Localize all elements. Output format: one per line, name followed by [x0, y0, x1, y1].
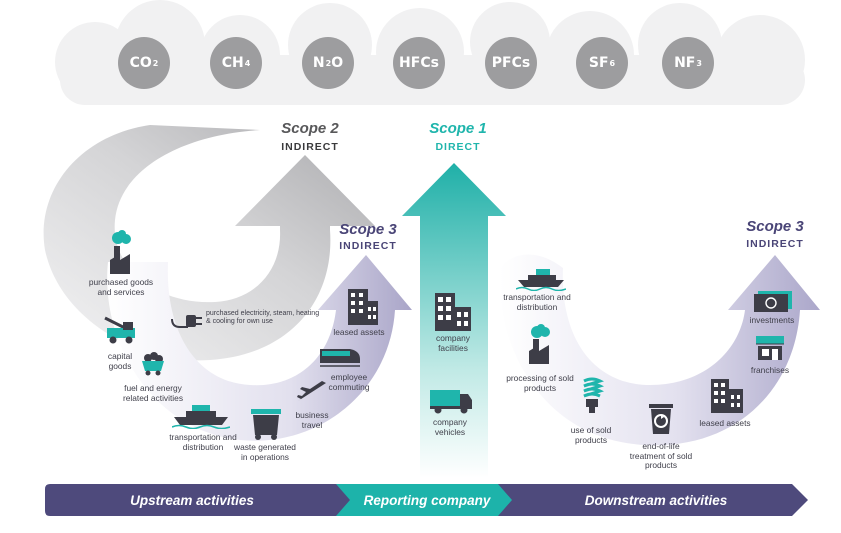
label-fuel-energy: fuel and energy related activities [122, 383, 184, 403]
label-waste: waste generated in operations [234, 442, 296, 462]
scope3-downstream-title: Scope 3 [746, 218, 804, 235]
scope3-upstream-arrow [107, 255, 412, 441]
cargo-ship-icon [172, 405, 230, 429]
label-downstream-transport: transportation and distribution [503, 292, 571, 312]
label-end-of-life: end-of-life treatment of sold products [629, 441, 693, 470]
label-downstream-leased-assets: leased assets [699, 418, 751, 428]
label-upstream-leased-assets: leased assets [333, 327, 385, 337]
waste-bin-icon [251, 409, 281, 440]
label-purchased-goods: purchased goods and services [88, 277, 154, 297]
scope2-subtitle: INDIRECT [281, 141, 339, 153]
scope2-title: Scope 2 [281, 120, 339, 137]
gas-pfcs-circle: PFCs [485, 37, 537, 89]
label-processing: processing of sold products [506, 373, 574, 393]
company-building-icon [435, 293, 471, 331]
cargo-ship-downstream-icon [516, 269, 566, 291]
label-employee-commuting: employee commuting [328, 372, 370, 392]
band-upstream-activities: Upstream activities [130, 492, 254, 508]
scope1-subtitle: DIRECT [435, 141, 481, 153]
office-building-icon [348, 289, 378, 325]
label-capital-goods: capital goods [107, 351, 133, 371]
label-company-vehicles: company vehicles [433, 417, 467, 437]
factory-icon [110, 230, 131, 274]
delivery-truck-icon [430, 390, 472, 414]
forklift-truck-icon [104, 316, 135, 344]
scope3-upstream-title: Scope 3 [339, 221, 397, 238]
coal-cart-icon [142, 352, 164, 376]
electric-plug-icon [171, 315, 202, 328]
label-use-of-sold: use of sold products [570, 425, 612, 445]
gas-hfcs-circle: HFCs [393, 37, 445, 89]
label-franchises: franchises [750, 365, 790, 375]
banknotes-icon [754, 291, 792, 312]
label-business-travel: business travel [295, 410, 329, 430]
scope3-upstream-subtitle: INDIRECT [339, 240, 397, 252]
band-reporting-company: Reporting company [363, 492, 491, 508]
band-reporting-shape [336, 484, 516, 516]
label-upstream-transport: transportation and distribution [169, 432, 237, 452]
storefront-icon [756, 336, 784, 360]
label-purchased-electricity: purchased electricity, steam, heating & … [206, 310, 320, 326]
band-downstream-activities: Downstream activities [584, 492, 728, 508]
label-company-facilities: company facilities [436, 333, 470, 353]
band-upstream-shape [45, 484, 354, 516]
label-investments: investments [749, 315, 795, 325]
scope1-title: Scope 1 [429, 120, 487, 137]
band-downstream-shape [498, 484, 808, 516]
train-icon [320, 349, 360, 367]
downstream-building-icon [711, 379, 743, 413]
recycling-bin-icon [649, 404, 673, 434]
airplane-icon [297, 381, 326, 401]
light-bulb-icon [583, 377, 604, 413]
scope3-downstream-subtitle: INDIRECT [746, 238, 804, 250]
processing-factory-icon [529, 324, 550, 364]
